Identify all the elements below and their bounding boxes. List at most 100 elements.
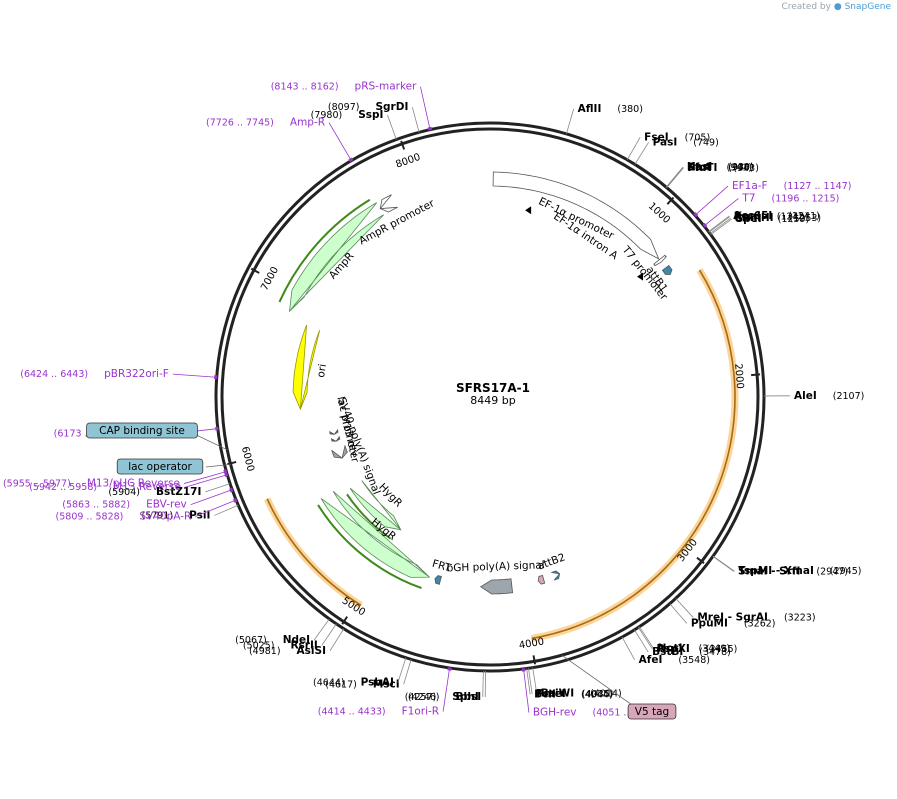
tick-label-2000: 2000 (732, 363, 745, 389)
enzyme-position: (5025) (243, 640, 275, 651)
tick-label-8000: 8000 (394, 152, 422, 171)
tick-mark-4000 (532, 655, 537, 665)
enzyme-label-pasi: PasI (749) (653, 130, 719, 149)
primer-label-f1ori-r: (4414 .. 4433) F1ori-R (318, 700, 439, 719)
feature-ef-1-promoter-0 (492, 171, 660, 260)
enzyme-label-bstz17i: (5904) BstZ17I (108, 480, 201, 499)
primer-line-prs-marker (420, 86, 431, 128)
enzyme-sspi: (7980) SspI (311, 109, 384, 121)
enzyme-kasi: KasI (939) (687, 155, 754, 174)
enzyme-position: (705) (685, 132, 711, 143)
feature-ori-6 (292, 324, 321, 411)
enzyme-name: AsiSI (297, 645, 326, 657)
enzyme-position: (4257) (405, 692, 437, 703)
feature-orf-17 (266, 498, 362, 606)
enzyme-msci: (4617) MscI (325, 672, 399, 691)
feature-attb2-14-label: attB2 (536, 551, 567, 572)
enzyme-name: PluTI (688, 162, 718, 174)
primer-mark-amp-r (348, 157, 354, 163)
enzyme-position: (4246) (408, 692, 440, 703)
primer-line-f1ori-r (442, 669, 450, 712)
enzyme-name: KpnI (734, 211, 761, 223)
enzyme-position: (2945) (830, 566, 862, 577)
primer-name: M13 Reverse (113, 481, 181, 493)
enzyme-nari: NarI (940) (687, 155, 754, 174)
enzyme-line-sfoi (666, 167, 684, 188)
enzyme-line-pspxi (638, 627, 653, 650)
enzyme-line-kpni (708, 216, 730, 233)
enzyme-noti: NotI (3449) (658, 642, 731, 654)
map-center: SFRS17A-1 8449 bp (456, 381, 530, 407)
enzyme-label-fsei: FseI (705) (644, 125, 710, 144)
enzyme-label-kpni: KpnI (1245) (734, 205, 809, 224)
primer-label-m13-reverse: (5942 .. 5958) M13 Reverse (29, 475, 181, 494)
primer-label-t7: T7 (1196 .. 1215) (741, 186, 839, 205)
enzyme-position: (5791) (141, 510, 173, 521)
enzyme-line-ppumi (669, 603, 688, 624)
enzyme-acc65i: Acc65I (1241) (733, 210, 820, 222)
enzyme-line-pluti (666, 167, 684, 188)
enzyme-label-tspmi-xmai: TspMI - XmaI (2945) (738, 559, 861, 578)
enzyme-line-fsei (626, 137, 641, 161)
enzyme-bcli: BclI * (4044) (534, 682, 612, 701)
feature-frt-12 (434, 575, 442, 586)
enzyme-position: (940) (728, 162, 754, 173)
enzyme-label-kasi: KasI (939) (687, 155, 754, 174)
tick-mark-3000 (696, 556, 705, 564)
plasmid-length: 8449 bp (470, 394, 515, 407)
feature-ampr-promoter-5 (379, 194, 398, 213)
enzyme-label-ppumi: PpuMI (3262) (691, 611, 776, 630)
enzyme-line-pmei (528, 668, 533, 695)
enzyme-name: BamHI (735, 212, 774, 224)
enzyme-bstz17i: (5904) BstZ17I (108, 480, 201, 499)
enzyme-bsiwi: BsiWI (4014) (541, 681, 622, 700)
feature-bgh-poly-a-signal-13-label: bGH poly(A) signal (446, 559, 544, 574)
enzyme-label-bcli: BclI * (4044) (534, 682, 612, 701)
feature-hygr-10-strand-line (346, 493, 392, 540)
enzyme-label-pmei: PmeI (4035) (536, 682, 613, 701)
enzyme-name: PshAI (361, 677, 394, 689)
primer-range: (5863 .. 5882) (62, 500, 130, 511)
enzyme-label-nari: NarI (940) (687, 155, 754, 174)
primer-range: (5955 .. 5977) (3, 479, 71, 490)
primer-mark-prs-marker (427, 126, 433, 131)
primer-line-ebv-rev (190, 490, 231, 505)
backbone-inner-strand (220, 127, 760, 667)
enzyme-line-bstbi (634, 629, 649, 653)
enzyme-position: (3478) (699, 647, 731, 658)
enzyme-fsei: FseI (705) (644, 125, 710, 144)
enzyme-bamhi: BamHI (1253) (735, 212, 822, 224)
box-label-lac-operator: lac operator (128, 461, 192, 473)
enzyme-position: (1253) (790, 213, 822, 224)
primer-mark-f1ori-r (447, 667, 452, 671)
enzyme-line-bcli (526, 668, 531, 695)
enzyme-position: (939) (728, 162, 754, 173)
enzyme-label-rsrii: (5025) RsrII (243, 633, 318, 652)
enzyme-position: (4014) (590, 688, 622, 699)
enzyme-label-msci: (4617) MscI (325, 672, 399, 691)
enzyme-label-sfoi: SfoI (941) (687, 156, 752, 175)
primer-name: Amp-R (290, 117, 325, 129)
enzyme-name: AflII (578, 103, 602, 115)
enzyme-position: (4617) (325, 679, 357, 690)
primer-name: SV40pA-R (139, 511, 191, 523)
enzyme-asisi: (4981) AsiSI (249, 645, 326, 657)
enzyme-bbsi: (4246) BbsI (408, 691, 481, 703)
enzyme-ppumi: PpuMI (3262) (691, 611, 776, 630)
enzyme-alei: AleI (2107) (794, 390, 864, 402)
enzyme-name: PasI (653, 136, 678, 148)
primer-mark-t7 (702, 222, 708, 228)
feature-ampr-promoter-5-label: AmpR promoter (357, 197, 437, 247)
enzyme-position: (943) (733, 163, 759, 174)
primer-name: T7 (741, 192, 755, 204)
box-leader-v5-tag (561, 654, 643, 713)
enzyme-sgrdi: (8097) SgrDI (328, 101, 408, 113)
enzyme-label-afei: AfeI (3548) (639, 648, 710, 667)
credit-brand: SnapGene (844, 2, 891, 12)
box-label-v5-tag: V5 tag (635, 706, 669, 718)
box-leader-lac-operator (205, 463, 231, 468)
enzyme-label-bsiwi: BsiWI (4014) (541, 681, 622, 700)
enzyme-label-ndei: (5067) NdeI (235, 628, 310, 647)
enzyme-name: AleI (794, 390, 817, 402)
